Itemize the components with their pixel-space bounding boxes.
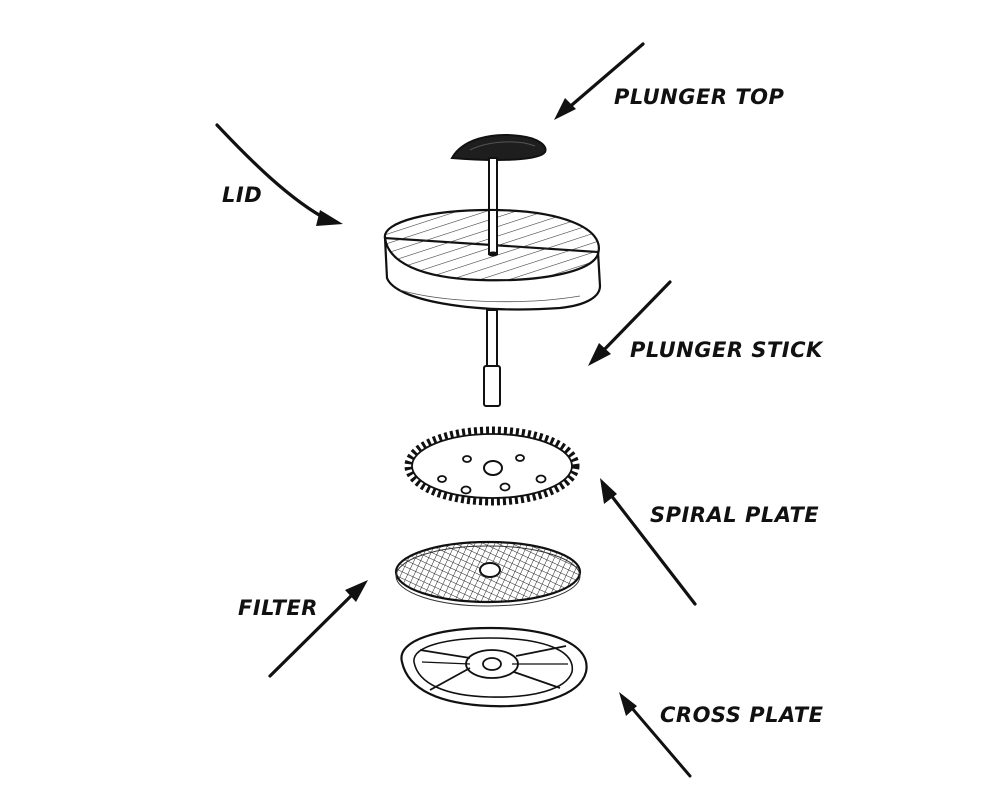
arrow-cross-plate	[619, 692, 692, 778]
arrow-spiral-plate	[600, 478, 697, 606]
label-plunger-top: PLUNGER TOP	[614, 85, 785, 109]
lid-disc	[383, 208, 602, 311]
filter-mesh	[394, 540, 582, 607]
arrow-plunger-top	[554, 42, 645, 120]
arrow-plunger-stick	[588, 280, 672, 366]
label-spiral-plate: SPIRAL PLATE	[650, 503, 820, 527]
label-lid: LID	[222, 183, 263, 207]
arrow-lid	[215, 123, 343, 226]
label-plunger-stick: PLUNGER STICK	[630, 338, 823, 362]
label-filter: FILTER	[238, 596, 318, 620]
spiral-plate	[404, 426, 580, 506]
arrow-filter	[268, 580, 368, 678]
label-cross-plate: CROSS PLATE	[660, 703, 824, 727]
plunger-top-knob	[450, 134, 547, 161]
cross-plate	[400, 626, 588, 708]
plunger-stick	[483, 309, 501, 407]
